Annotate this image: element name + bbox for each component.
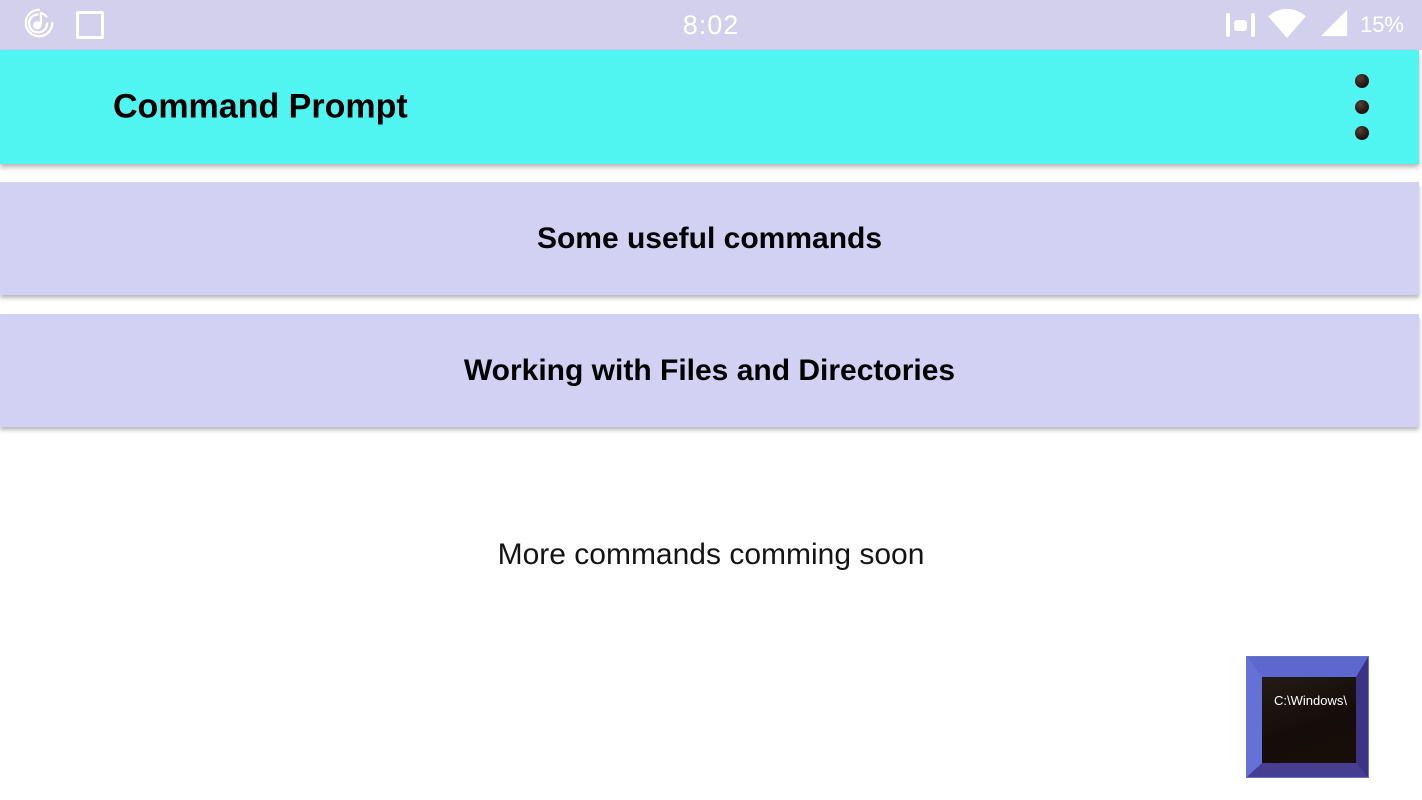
menu-card-some-useful-commands[interactable]: Some useful commands bbox=[0, 182, 1419, 295]
menu-card-label: Working with Files and Directories bbox=[463, 353, 956, 387]
status-bar: 8:02 15% bbox=[0, 0, 1422, 50]
music-note-icon bbox=[22, 6, 56, 45]
vibrate-icon bbox=[1225, 10, 1255, 40]
screenshot-square-icon bbox=[76, 11, 104, 39]
wifi-icon bbox=[1266, 7, 1308, 44]
status-bar-notifications bbox=[22, 0, 104, 50]
status-bar-indicators: 15% bbox=[1225, 0, 1404, 50]
battery-percentage: 15% bbox=[1359, 12, 1404, 37]
menu-card-working-with-files-and-directories[interactable]: Working with Files and Directories bbox=[0, 314, 1419, 427]
coming-soon-text: More commands comming soon bbox=[497, 538, 925, 571]
app-logo: C:\Windows\ bbox=[1246, 656, 1369, 778]
terminal-screen: C:\Windows\ bbox=[1247, 657, 1368, 777]
overflow-menu-button[interactable] bbox=[1347, 66, 1377, 148]
cellular-signal-icon bbox=[1319, 8, 1349, 43]
clock-time: 8:02 bbox=[682, 10, 740, 40]
app-bar: Command Prompt bbox=[0, 50, 1419, 164]
vertical-ellipsis-icon bbox=[1355, 74, 1369, 140]
page-title: Command Prompt bbox=[113, 87, 408, 126]
menu-card-label: Some useful commands bbox=[536, 221, 883, 255]
terminal-screen-text: C:\Windows\ bbox=[1274, 693, 1347, 708]
